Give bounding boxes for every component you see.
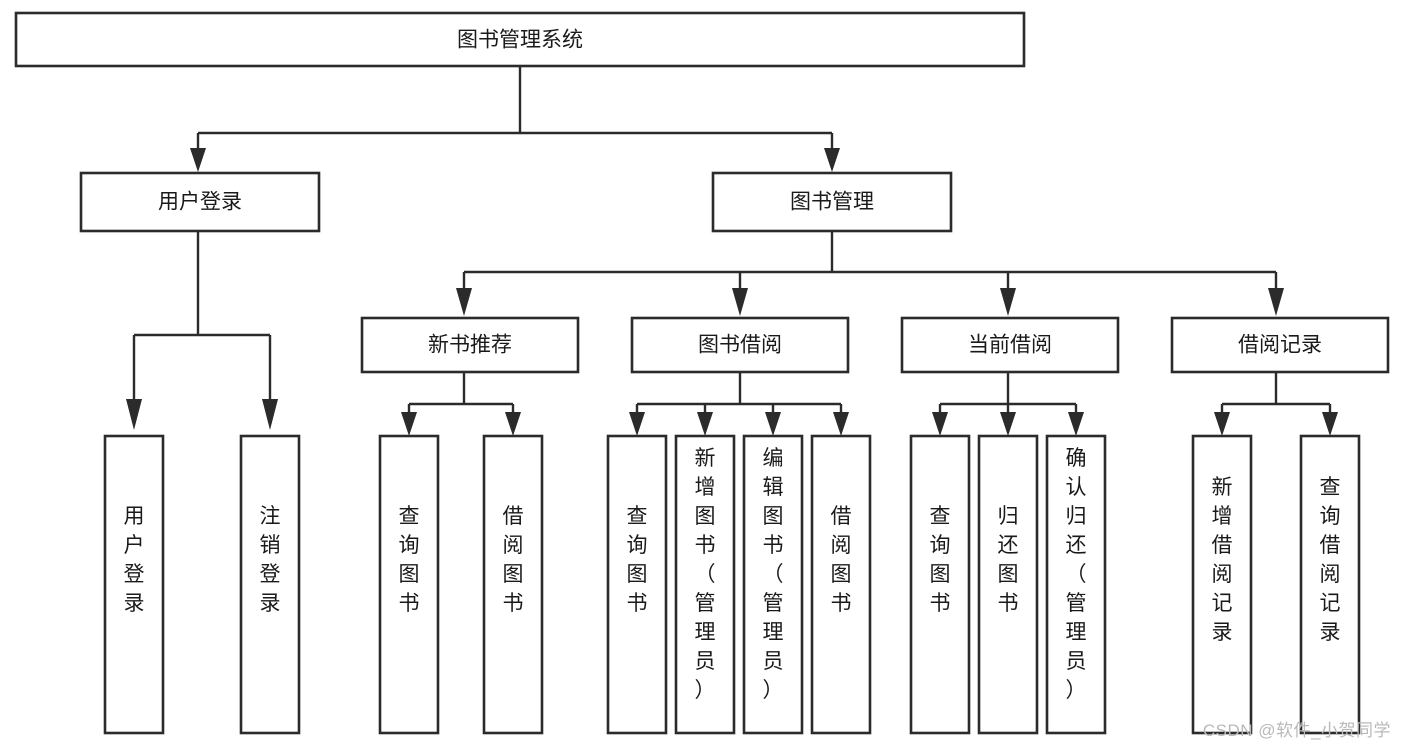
arrow-to-leaf-logout [262,399,278,430]
leaf-user-login-box[interactable] [103,434,165,735]
arrow-to-new-book-recommend [456,288,472,316]
node-current-borrow-box[interactable] [900,316,1120,374]
node-user-login-box[interactable] [79,171,321,233]
arrow-to-leaf-query-record [1322,412,1338,436]
leaf-confirm-return-label: 确认归还（管理员） [1066,447,1087,702]
node-user-login[interactable]: 用户登录 [79,171,321,233]
node-borrow-record[interactable]: 借阅记录 [1170,316,1390,374]
arrow-to-book-management [824,148,840,172]
leaf-add-book[interactable]: 新增图书（管理员） [674,434,736,735]
leaf-logout-box[interactable] [239,434,301,735]
node-book-borrow-label: 图书借阅 [698,334,782,357]
node-new-book-recommend-box[interactable] [360,316,580,374]
arrow-to-leaf-return-book [1000,412,1016,436]
arrow-to-book-borrow [732,288,748,316]
node-book-management-label: 图书管理 [790,191,874,214]
leaf-query-book-3-label: 查询图书 [930,505,951,615]
leaf-borrow-book-2-label: 借阅图书 [831,505,852,615]
node-user-login-label: 用户登录 [158,191,242,214]
leaf-logout-label: 注销登录 [260,505,281,615]
arrow-to-leaf-edit-book [765,412,781,436]
node-new-book-recommend[interactable]: 新书推荐 [360,316,580,374]
arrow-to-borrow-record [1268,288,1284,316]
leaf-borrow-book-2[interactable]: 借阅图书 [810,434,872,735]
leaf-query-record-box[interactable] [1299,434,1361,735]
arrow-to-leaf-add-record [1214,412,1230,436]
node-root-label: 图书管理系统 [457,29,583,52]
leaf-confirm-return[interactable]: 确认归还（管理员） [1045,434,1107,735]
node-book-management[interactable]: 图书管理 [711,171,953,233]
connector-layer [126,66,1338,436]
arrow-to-user-login [190,148,206,172]
arrow-to-leaf-query-book-3 [932,412,948,436]
leaf-confirm-return-box[interactable] [1045,434,1107,735]
leaf-query-book-1-box[interactable] [378,434,440,735]
leaf-query-book-2-box[interactable] [606,434,668,735]
leaf-logout[interactable]: 注销登录 [239,434,301,735]
leaf-edit-book-box[interactable] [742,434,804,735]
node-root[interactable]: 图书管理系统 [14,11,1026,68]
arrow-to-leaf-query-book-2 [629,412,645,436]
leaf-return-book[interactable]: 归还图书 [977,434,1039,735]
leaf-add-record-box[interactable] [1191,434,1253,735]
leaf-borrow-book-1[interactable]: 借阅图书 [482,434,544,735]
leaf-query-book-2-label: 查询图书 [627,505,648,615]
leaf-add-book-label: 新增图书（管理员） [695,447,716,702]
node-book-borrow-box[interactable] [630,316,850,374]
leaf-query-book-3[interactable]: 查询图书 [909,434,971,735]
leaf-edit-book-label: 编辑图书（管理员） [763,447,784,702]
leaf-borrow-book-2-box[interactable] [810,434,872,735]
leaf-query-book-3-box[interactable] [909,434,971,735]
leaf-user-login[interactable]: 用户登录 [103,434,165,735]
node-current-borrow[interactable]: 当前借阅 [900,316,1120,374]
arrow-to-current-borrow [1000,288,1016,316]
node-book-borrow[interactable]: 图书借阅 [630,316,850,374]
leaf-return-book-box[interactable] [977,434,1039,735]
node-borrow-record-box[interactable] [1170,316,1390,374]
leaf-query-record-label: 查询借阅记录 [1320,476,1341,644]
leaf-add-record[interactable]: 新增借阅记录 [1191,434,1253,735]
arrow-to-leaf-borrow-book-2 [833,412,849,436]
node-new-book-recommend-label: 新书推荐 [428,334,512,357]
leaf-user-login-label: 用户登录 [124,505,145,615]
leaf-query-book-1[interactable]: 查询图书 [378,434,440,735]
arrow-to-leaf-confirm-return [1068,412,1084,436]
leaf-query-book-2[interactable]: 查询图书 [606,434,668,735]
node-borrow-record-label: 借阅记录 [1238,334,1322,357]
arrow-to-leaf-borrow-book-1 [505,412,521,436]
arrow-to-leaf-add-book [697,412,713,436]
leaf-borrow-book-1-label: 借阅图书 [503,505,524,615]
leaf-query-book-1-label: 查询图书 [399,505,420,615]
node-current-borrow-label: 当前借阅 [968,334,1052,357]
leaf-edit-book[interactable]: 编辑图书（管理员） [742,434,804,735]
node-root-box[interactable] [14,11,1026,68]
leaf-query-record[interactable]: 查询借阅记录 [1299,434,1361,735]
leaf-add-book-box[interactable] [674,434,736,735]
leaf-add-record-label: 新增借阅记录 [1212,476,1233,644]
node-book-management-box[interactable] [711,171,953,233]
leaf-return-book-label: 归还图书 [998,505,1019,615]
arrow-to-leaf-query-book-1 [401,412,417,436]
arrow-to-leaf-user-login [126,399,142,430]
leaf-borrow-book-1-box[interactable] [482,434,544,735]
